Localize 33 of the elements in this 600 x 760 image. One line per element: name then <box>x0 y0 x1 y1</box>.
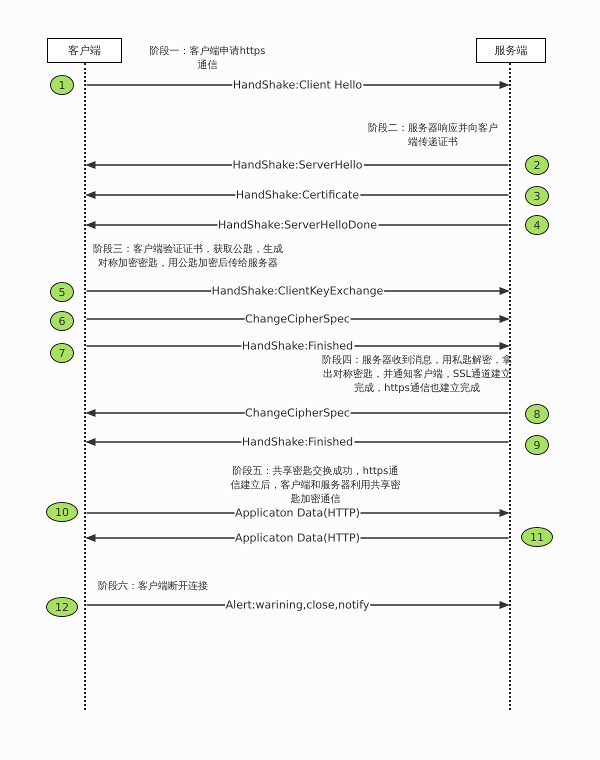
lifeline <box>509 63 511 710</box>
edge-label: Alert:warining,close,notify <box>224 598 370 612</box>
step-number-circle: 11 <box>521 527 553 547</box>
phase-note: 阶段三：客户端验证证书，获取公匙，生成对称加密密匙，用公匙加密后传给服务器 <box>92 243 284 271</box>
step-number-circle: 6 <box>50 311 74 331</box>
step-number-circle: 10 <box>46 502 78 522</box>
step-number-circle: 7 <box>50 343 74 363</box>
edge-label: HandShake:Certificate <box>234 188 360 202</box>
step-number-circle: 1 <box>50 75 74 95</box>
phase-note: 阶段一：客户端申请https通信 <box>148 45 266 73</box>
lifeline <box>84 63 86 710</box>
step-number-circle: 3 <box>525 186 549 206</box>
edge-label: HandShake:Client Hello <box>232 78 364 92</box>
edge-label: HandShake:ClientKeyExchange <box>210 284 384 298</box>
edge-label: ChangeCipherSpec <box>244 406 351 420</box>
edge-label: Applicaton Data(HTTP) <box>234 532 361 544</box>
phase-note: 阶段六：客户端断开连接 <box>98 580 209 594</box>
edge-label: HandShake:Finished <box>240 340 354 352</box>
step-number-circle: 12 <box>46 597 78 617</box>
edge-label: HandShake:Finished <box>240 436 354 448</box>
edge-label: Applicaton Data(HTTP) <box>234 506 361 520</box>
step-number-circle: 2 <box>525 155 549 175</box>
step-number-circle: 9 <box>525 435 549 455</box>
edge-label: HandShake:ServerHelloDone <box>217 218 378 232</box>
edge-label: ChangeCipherSpec <box>244 312 351 326</box>
phase-note: 阶段二：服务器响应并向客户端传递证书 <box>368 122 498 150</box>
participant-box: 客户端 <box>47 38 122 63</box>
phase-note: 阶段五：共享密匙交换成功，https通信建立后，客户端和服务器利用共享密匙加密通信 <box>230 465 402 507</box>
participant-box: 服务端 <box>476 38 546 63</box>
step-number-circle: 4 <box>525 215 549 235</box>
edge-label: HandShake:ServerHello <box>231 158 364 172</box>
step-number-circle: 8 <box>525 404 549 424</box>
step-number-circle: 5 <box>50 282 74 302</box>
